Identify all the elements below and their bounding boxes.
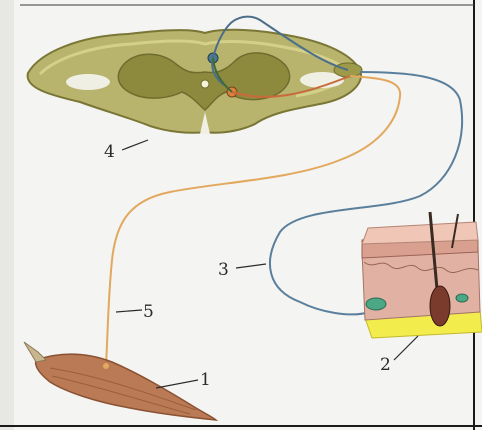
label-motor-nerve: 5: [143, 302, 154, 322]
label-skin: 2: [380, 355, 391, 375]
skin-section: [362, 212, 482, 338]
skin-receptor-2: [456, 294, 468, 302]
page-shadow-left: [0, 0, 14, 430]
label-muscle: 1: [200, 370, 211, 390]
label-spinal-cord: 4: [104, 142, 115, 162]
spinal-cord-notch-left: [66, 74, 110, 90]
label-sensory-nerve: 3: [218, 260, 229, 280]
neuromuscular-junction: [103, 363, 109, 369]
skin-receptor: [366, 298, 386, 310]
central-canal: [201, 80, 209, 88]
hair-follicle: [430, 286, 450, 326]
